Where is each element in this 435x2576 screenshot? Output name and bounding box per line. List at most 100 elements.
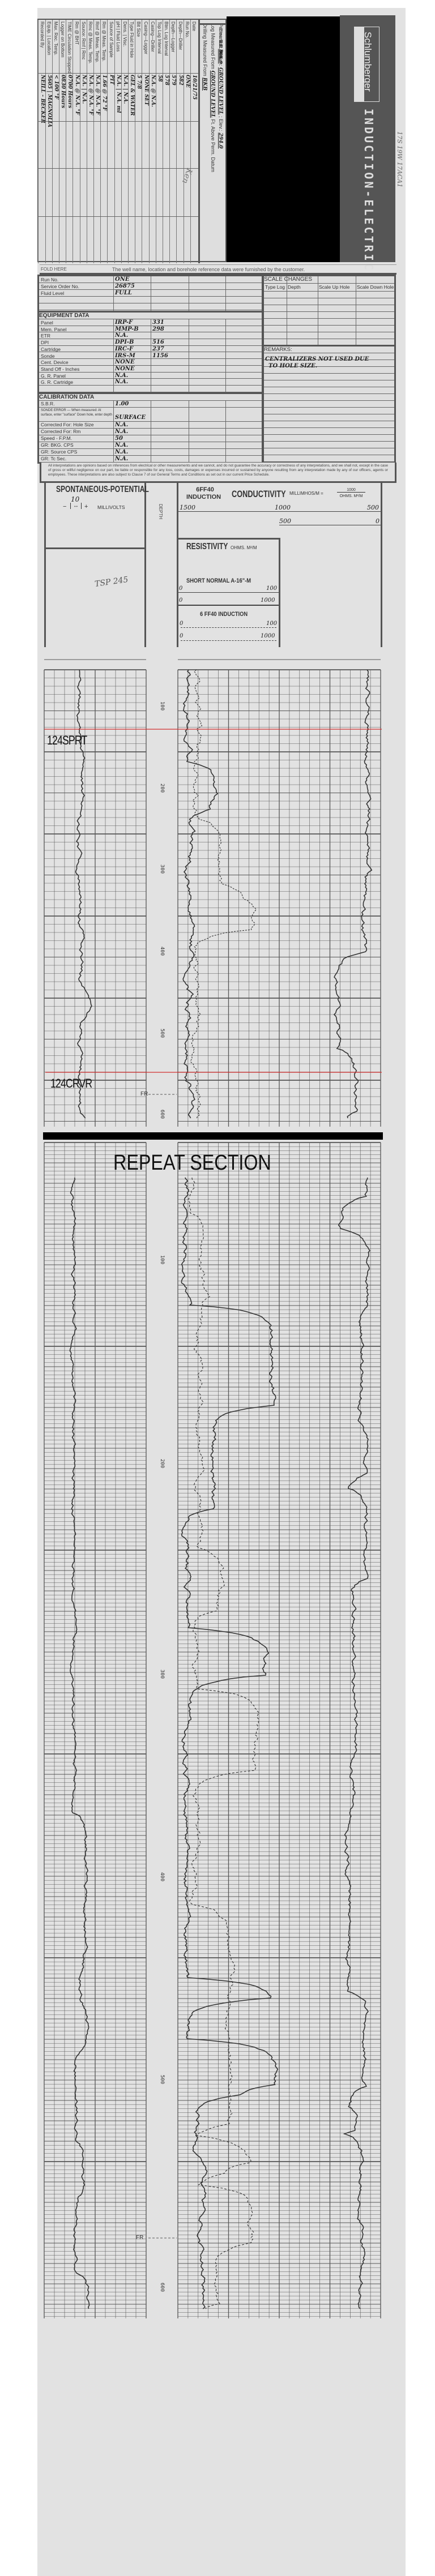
fold-label: FOLD HERE [41,267,67,272]
row-label: Corrected For: Hole Size [41,422,94,427]
row-value: SURFACE [115,414,146,421]
row-label: Corrected For: Rm [41,429,81,434]
serial-number: 298 [152,326,164,332]
row-value: N.A. [115,379,129,386]
row-value: N.A. [115,449,129,455]
table-row: S.B.R.1.00 [39,401,262,408]
table-row: GR: Tc Sec. N.A. [39,456,262,463]
table-row: G. R. Cartridge N.A. [39,379,262,386]
remarks-line: CENTRALIZERS NOT USED DUE [265,356,369,362]
fluid-level-marker: FR [140,1091,148,1097]
disclaimer: All interpretations are opinions based o… [40,463,396,483]
short-normal-curve [181,1177,279,2309]
remarks-line: TO HOLE SIZE. [268,363,318,369]
resistivity-units: OHMS. M²/M [231,545,257,550]
depth-label: 200 [159,783,165,793]
customer-notice: The well name, location and borehole ref… [112,267,305,272]
scale-label: 1000 [275,504,291,511]
depth-label: 300 [159,864,165,874]
row-label: Sonde [41,353,55,359]
table-row [39,303,262,310]
row-value: ONE [115,276,130,283]
formula-denominator: OHMS. M²/M [339,494,363,498]
row-value: N.A. [115,442,129,448]
scale-label: 0 [179,597,183,604]
plus-sign: + [84,503,88,510]
row-label: G. R. Panel [41,373,66,379]
row-value: NONE [115,359,135,366]
induction-label: 6 FF40 INDUCTION [200,611,248,618]
column-header: Depth [288,284,301,290]
repeat-section-title: REPEAT SECTION [113,1151,271,1175]
serial-number: 1156 [152,352,168,359]
depth-label: 200 [159,1458,165,1469]
row-value: IRC-F [115,345,134,352]
depth-label: 600 [159,2282,165,2292]
scale-label: 0 [179,585,183,592]
sp-curve [75,669,92,1119]
row-value: 26875 [115,283,135,289]
row-label: Stand Off - Inches [41,366,80,372]
depth-heading: DEPTH [158,504,163,520]
row-value: MMP-B [115,326,139,332]
remarks-title: REMARKS: [264,346,394,353]
column-header: Type Log [265,284,285,290]
scale-label: 1000 [261,597,275,604]
row-label: Cartridge [41,346,61,352]
row-value: NONE [115,365,135,372]
row-value: N.A. [115,372,129,379]
scale-label: 500 [279,517,291,525]
sp-scale: 10 [71,495,80,503]
tool-type: INDUCTION [186,494,221,500]
row-value: FULL [115,290,132,296]
formation-top-label: 124SPRT [47,733,87,747]
row-label: Run No. [41,277,59,283]
row-label: G. R. Cartridge [41,379,74,386]
row-value: DPI-B [115,339,134,346]
redacted-area [227,16,340,262]
sp-curve [69,1177,90,2309]
scale-label: 1500 [180,504,195,511]
induction-curve [190,669,257,1119]
row-value: N.A. [115,456,129,462]
row-value: 50 [115,435,123,442]
scale-label: 500 [367,504,379,511]
scale-label: 0 [180,621,184,627]
minus-sign: − [63,503,67,510]
serial-number: 331 [152,319,164,326]
sp-title: SPONTANEOUS-POTENTIAL [56,485,149,494]
depth-label: 300 [159,1669,165,1679]
row-label: Service Order No. [41,284,80,289]
resistivity-title: RESISTIVITY [186,542,228,551]
column-header: Scale Up Hole [319,284,350,290]
depth-label: 400 [159,946,165,956]
depth-label: 100 [159,701,165,711]
row-value: N.A. [115,429,129,435]
row-label: SONDE ERROR — When measured: At surface,… [41,409,112,417]
scale-label: 0 [180,633,184,639]
table-row: Speed - F.P.M. 50 [39,435,262,442]
conductivity-title: CONDUCTIVITY [232,489,286,499]
equipment-title: EQUIPMENT DATA [39,313,262,319]
conductivity-curve [338,1177,370,2309]
row-label: GR: Tc Sec. [41,456,67,461]
induction-curve [187,1177,260,2309]
short-normal-label: SHORT NORMAL A-16"-M [186,577,251,584]
row-label: Speed - F.P.M. [41,435,72,441]
row-label: ETR [41,333,50,339]
row-value: IRS-M [115,352,135,359]
formation-top-label: 124CRVR [50,1076,92,1090]
row-label: GR: BKG. CPS [41,442,74,448]
formula-numerator: 1000 [337,488,365,493]
table-row: Sonde IRS-M 1156 [39,353,262,360]
row-label: DPI [41,340,49,346]
depth-label: 100 [159,1255,165,1265]
table-row: GR: BKG. CPS N.A. [39,442,262,449]
